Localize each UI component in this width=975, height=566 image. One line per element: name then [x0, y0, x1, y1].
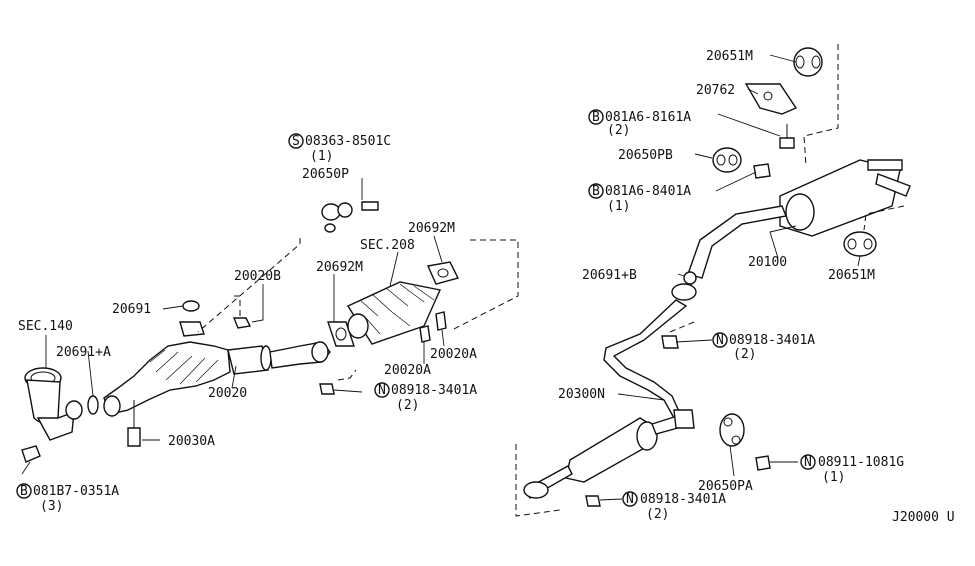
- label-20650p: 20650P: [302, 167, 349, 182]
- bolt-symbol-icon: [588, 183, 604, 199]
- label-20650pb: 20650PB: [618, 148, 673, 163]
- screw-symbol-letter: S: [292, 134, 300, 149]
- label-20300n: 20300N: [558, 387, 605, 402]
- label-081b7-qty: (3): [40, 499, 63, 514]
- label-08363: 08363-8501C: [305, 134, 391, 149]
- rear-muffler-assembly: [515, 44, 911, 517]
- label-08918-bottom-qty: (2): [646, 507, 669, 522]
- label-081a6-8161-qty: (2): [607, 123, 630, 138]
- label-20020a-right: 20020A: [430, 347, 477, 362]
- label-08918-left: 08918-3401A: [391, 383, 477, 398]
- diagram-id: J20000 U: [892, 510, 955, 525]
- nut-symbol-letter: N: [626, 492, 634, 507]
- bolt-symbol-icon: [16, 483, 32, 499]
- label-20030a: 20030A: [168, 434, 215, 449]
- nut-symbol-letter: N: [378, 383, 386, 398]
- label-20020: 20020: [208, 386, 247, 401]
- nut-symbol-icon: [800, 454, 816, 470]
- label-081b7: 081B7-0351A: [33, 484, 119, 499]
- front-catalyst-assembly: [21, 201, 519, 463]
- label-20100: 20100: [748, 255, 787, 270]
- label-08918-bottom: 08918-3401A: [640, 492, 726, 507]
- label-08911: 08911-1081G: [818, 455, 904, 470]
- label-081a6-8401: 081A6-8401A: [605, 184, 691, 199]
- symbol-circles: B S N B B N N N: [16, 109, 816, 507]
- label-sec208: SEC.208: [360, 238, 415, 253]
- bolt-symbol-letter: B: [20, 484, 28, 499]
- label-20650pa: 20650PA: [698, 479, 753, 494]
- bolt-symbol-icon: [588, 109, 604, 125]
- label-20692m-top: 20692M: [408, 221, 455, 236]
- label-20691: 20691: [112, 302, 151, 317]
- nut-symbol-letter: N: [716, 333, 724, 348]
- label-20651m-right: 20651M: [828, 268, 875, 283]
- label-08918-left-qty: (2): [396, 398, 419, 413]
- label-081a6-8161: 081A6-8161A: [605, 110, 691, 125]
- screw-symbol-icon: [288, 133, 304, 149]
- bolt-symbol-letter: B: [592, 110, 600, 125]
- label-08911-qty: (1): [822, 470, 845, 485]
- label-sec140: SEC.140: [18, 319, 73, 334]
- label-08918-mid: 08918-3401A: [729, 333, 815, 348]
- label-20020b: 20020B: [234, 269, 281, 284]
- label-20692m-left: 20692M: [316, 260, 363, 275]
- nut-symbol-letter: N: [804, 455, 812, 470]
- part-labels: SEC.140 20691+A 20691 20020B 20020 20030…: [18, 49, 955, 525]
- label-20691-b: 20691+B: [582, 268, 637, 283]
- nut-symbol-icon: [374, 382, 390, 398]
- label-20762: 20762: [696, 83, 735, 98]
- label-20691-a: 20691+A: [56, 345, 111, 360]
- nut-symbol-icon: [622, 491, 638, 507]
- label-08918-mid-qty: (2): [733, 347, 756, 362]
- label-20020a-left: 20020A: [384, 363, 431, 378]
- leader-lines: [21, 54, 861, 501]
- label-20651m-top: 20651M: [706, 49, 753, 64]
- label-081a6-8401-qty: (1): [607, 199, 630, 214]
- label-08363-qty: (1): [310, 149, 333, 164]
- bolt-symbol-letter: B: [592, 184, 600, 199]
- nut-symbol-icon: [712, 332, 728, 348]
